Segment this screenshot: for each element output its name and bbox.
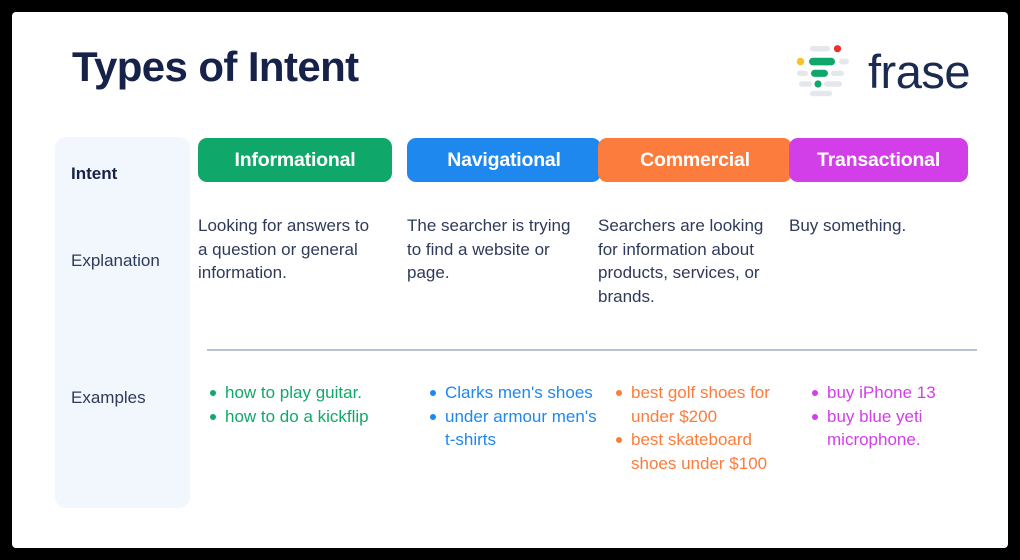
example-text: best golf shoes for under $200 — [631, 383, 770, 426]
rail-heading-intent: Intent — [71, 164, 118, 183]
intent-column-informational: Informational Looking for answers to a q… — [198, 138, 392, 285]
example-text: best skateboard shoes under $100 — [631, 430, 768, 473]
intent-rail: Intent Explanation Examples — [55, 137, 190, 508]
explanation-informational: Looking for answers to a question or gen… — [198, 216, 370, 282]
intent-column-commercial: Commercial Searchers are looking for inf… — [598, 138, 792, 308]
brand-logo: frase — [792, 38, 971, 100]
explanation-commercial: Searchers are looking for information ab… — [598, 216, 764, 306]
list-item: buy iPhone 13 — [812, 381, 992, 405]
intent-badge-informational[interactable]: Informational — [198, 138, 392, 182]
list-item: how to play guitar. — [210, 381, 415, 405]
example-text: Clarks men's shoes — [445, 383, 593, 402]
page-title: Types of Intent — [72, 43, 359, 90]
section-divider — [207, 349, 977, 351]
brand-name: frase — [868, 44, 971, 98]
explanation-navigational: The searcher is trying to find a website… — [407, 216, 571, 282]
example-text: how to do a kickflip — [225, 406, 369, 426]
list-item: best golf shoes for under $200 — [616, 381, 796, 428]
examples-list-transactional: buy iPhone 13 buy blue yeti microphone. — [812, 381, 992, 452]
infographic-card: Types of Intent frase Intent Explanati — [12, 12, 1008, 548]
frase-logo-mark-icon — [796, 45, 849, 97]
explanation-transactional: Buy something. — [789, 216, 907, 235]
intent-badge-transactional[interactable]: Transactional — [789, 138, 968, 182]
example-text: how to play guitar. — [225, 383, 363, 402]
list-item: how to do a kickflip — [210, 405, 415, 429]
example-text: buy iPhone 13 — [827, 383, 936, 402]
list-item: best skateboard shoes under $100 — [616, 428, 796, 475]
examples-list-navigational: Clarks men's shoes under armour men's t-… — [430, 381, 605, 452]
intent-column-navigational: Navigational The searcher is trying to f… — [407, 138, 601, 285]
examples-list-commercial: best golf shoes for under $200 best skat… — [616, 381, 796, 475]
examples-list-informational: how to play guitar. how to do a kickflip — [210, 381, 415, 428]
intent-badge-commercial[interactable]: Commercial — [598, 138, 792, 182]
example-text: buy blue yeti microphone. — [827, 406, 923, 450]
list-item: under armour men's t-shirts — [430, 405, 605, 452]
rail-label-explanation: Explanation — [71, 251, 160, 270]
list-item: Clarks men's shoes — [430, 381, 605, 405]
example-text: under armour men's t-shirts — [445, 406, 597, 450]
intent-column-transactional: Transactional Buy something. — [789, 138, 983, 238]
list-item: buy blue yeti microphone. — [812, 405, 992, 452]
rail-label-examples: Examples — [71, 388, 146, 407]
intent-badge-navigational[interactable]: Navigational — [407, 138, 601, 182]
